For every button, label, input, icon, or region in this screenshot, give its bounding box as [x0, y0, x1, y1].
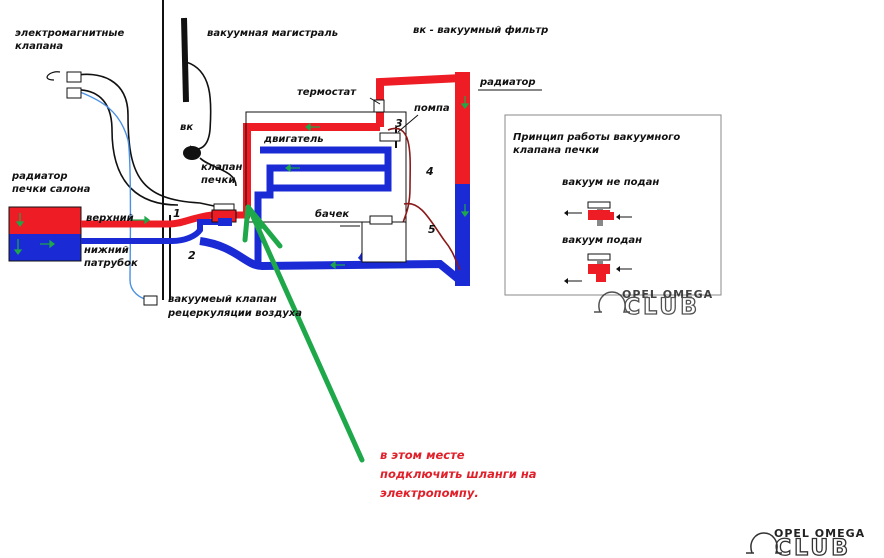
green-pointer-arrow-icon	[242, 204, 365, 463]
vk-filter-label: вк - вакуумный фильтр	[413, 24, 548, 36]
solenoid-valve-1	[66, 71, 82, 83]
engine-label: двигатель	[263, 134, 324, 145]
marker-3: 3	[395, 117, 403, 130]
omega-logo-icon: OPEL OMEGA CLUB	[594, 288, 713, 321]
note-line-2: подключить шланги на	[380, 467, 537, 481]
heater-radiator-frame	[8, 206, 82, 262]
valve-vacuum-icon	[564, 253, 632, 284]
no-vacuum-label: вакуум не подан	[562, 177, 659, 188]
heater-radiator-cold	[9, 234, 81, 261]
thermostat-label: термостат	[297, 87, 357, 98]
heater-valve-label-2: печки	[201, 175, 235, 186]
thermostat-body	[373, 99, 385, 113]
tank-cap	[369, 215, 393, 225]
heater-valve-blue	[218, 218, 232, 226]
note-line-1: в этом месте	[380, 448, 465, 462]
pump-body	[379, 132, 401, 142]
engine-block	[245, 111, 407, 223]
recirc-valve	[143, 295, 158, 306]
solenoid-label-2: клапана	[15, 41, 63, 52]
recirc-label-1: вакуумеый клапан	[168, 294, 277, 305]
vacuum-hose	[71, 73, 215, 207]
watermark-small-1: OPEL OMEGA	[622, 288, 713, 301]
marker-5: 5	[428, 223, 436, 236]
solenoid-label-1: электромагнитные	[15, 28, 124, 39]
watermark-small-2: OPEL OMEGA	[774, 527, 865, 540]
principle-title-2: клапана печки	[513, 145, 599, 156]
heater-radiator-hot	[9, 207, 81, 234]
watermark-big-2: CLUB	[775, 536, 851, 558]
vacuum-hose	[71, 89, 179, 206]
pump-label: помпа	[414, 103, 450, 114]
vacuum-main-pipe	[181, 17, 189, 103]
vacuum-hose	[185, 61, 212, 150]
cabin-heater-label-2: печки салона	[12, 184, 91, 195]
principle-box	[504, 114, 722, 296]
lower-pipe-label-1: нижний	[84, 245, 129, 256]
radiator-label: радиатор	[479, 77, 536, 88]
radiator-cold	[455, 184, 470, 286]
vacuum-hose	[46, 71, 61, 81]
vk-label: вк	[180, 122, 193, 133]
valve-no-vacuum-icon	[564, 201, 632, 226]
vacuum-line-label: вакуумная магистраль	[207, 28, 338, 39]
omega-logo-icon: OPEL OMEGA CLUB	[746, 527, 865, 558]
vk-filter	[183, 146, 201, 160]
hot-pipe	[243, 123, 380, 215]
heater-valve-label-1: клапан	[201, 162, 243, 173]
flow-arrows	[13, 96, 470, 270]
cold-pipe	[199, 237, 465, 286]
tank-label: бачек	[315, 208, 349, 220]
recirc-vacuum-hose	[79, 91, 149, 301]
upper-label: верхний	[86, 213, 134, 224]
recirc-label-2: рецеркуляции воздуха	[167, 308, 302, 319]
watermark-big-1: CLUB	[624, 295, 700, 320]
principle-title-1: Принцип работы вакуумного	[513, 131, 680, 143]
marker-2: 2	[188, 249, 196, 262]
radiator-hot	[455, 72, 470, 184]
thermostat-leader	[369, 97, 381, 105]
heater-valve-top	[213, 203, 235, 211]
engine-passage	[260, 146, 392, 192]
lower-pipe-label-2: патрубок	[84, 257, 138, 269]
pump-leader	[397, 114, 419, 133]
solenoid-valve-2	[66, 87, 82, 99]
marker-4: 4	[425, 165, 434, 178]
marker-1: 1	[173, 207, 181, 220]
return-hose	[387, 127, 461, 271]
cold-pipe	[81, 219, 224, 244]
cabin-heater-label-1: радиатор	[11, 171, 68, 182]
expansion-tank	[361, 221, 407, 263]
vacuum-label: вакуум подан	[562, 235, 642, 246]
note-line-3: электропомпу.	[380, 486, 479, 500]
vacuum-hose	[199, 157, 237, 187]
